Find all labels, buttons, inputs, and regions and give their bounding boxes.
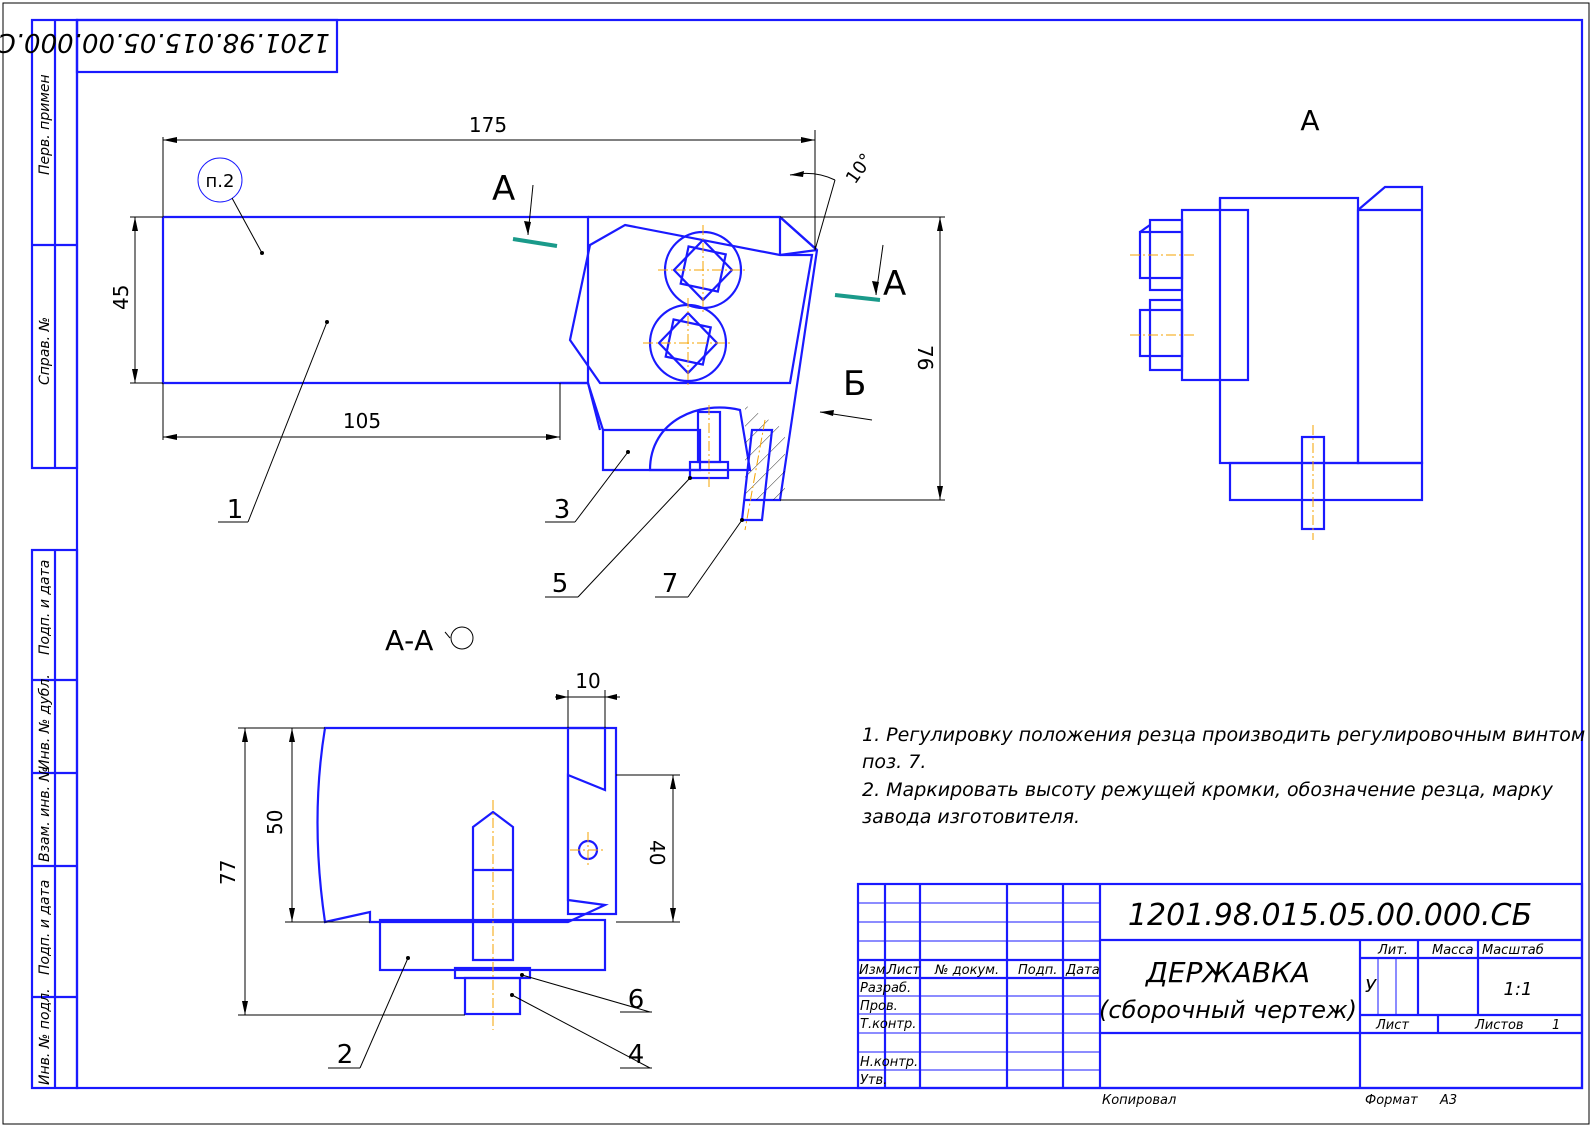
dim-76: 76 <box>913 345 937 370</box>
tb-name-line2: (сборочный чертеж) <box>1099 996 1357 1024</box>
side-label-perv-primen: Перв. примен <box>37 74 53 175</box>
callout-7-label: 7 <box>662 569 679 599</box>
tb-lit: Лит. <box>1377 943 1408 958</box>
callout-1-label: 1 <box>227 495 244 525</box>
tb-col-list: Лист <box>886 963 920 978</box>
callout-5: 5 <box>545 476 692 599</box>
tb-format: Формат <box>1365 1093 1418 1108</box>
note-line-4: завода изготовителя. <box>862 806 1080 828</box>
tb-row-utv: Утв. <box>860 1073 887 1088</box>
tb-col-doc: № докум. <box>934 963 999 978</box>
side-labels: Перв. примен Справ. № Подп. и дата Инв. … <box>37 74 53 1085</box>
main-view: 175 45 105 76 10° п.2 А <box>109 113 945 599</box>
dim-105: 105 <box>343 409 381 433</box>
section-aa: А-А 10 50 77 <box>216 624 680 1070</box>
tb-row-prov: Пров. <box>860 999 898 1014</box>
tb-designation: 1201.98.015.05.00.000.СБ <box>1128 898 1532 933</box>
dim-45: 45 <box>109 285 133 310</box>
callout-3: 3 <box>545 450 630 525</box>
callout-2: 2 <box>328 956 410 1070</box>
tb-row-tkontr: Т.контр. <box>860 1017 916 1032</box>
side-label-inv-dubl: Инв. № дубл. <box>37 674 53 770</box>
angle-10: 10° <box>842 150 878 188</box>
callout-6: 6 <box>520 973 652 1015</box>
tb-massa: Масса <box>1432 943 1473 958</box>
view-a: А <box>1130 104 1424 540</box>
tb-row-razrab: Разраб. <box>860 981 911 996</box>
tb-listov-value: 1 <box>1552 1018 1560 1033</box>
callout-4-label: 4 <box>628 1040 645 1070</box>
rotated-designation: 1201.98.015.05.00.000.СБ <box>0 27 330 57</box>
tb-col-izm: Изм. <box>859 963 890 978</box>
screw-upper <box>658 225 748 315</box>
dim-50: 50 <box>263 810 287 835</box>
dim-175: 175 <box>469 113 507 137</box>
note-line-1: 1. Регулировку положения резца производи… <box>862 724 1585 746</box>
section-mark-a1: А <box>492 169 515 209</box>
tb-scale-value: 1:1 <box>1504 979 1533 1000</box>
tb-kopiroval: Копировал <box>1102 1093 1176 1108</box>
tb-col-data: Дата <box>1065 963 1100 978</box>
dim-77: 77 <box>216 860 240 885</box>
callout-6-label: 6 <box>628 985 645 1015</box>
tb-listov: Листов <box>1474 1018 1524 1033</box>
section-aa-label: А-А <box>385 624 433 657</box>
side-label-sprav: Справ. № <box>37 317 53 385</box>
callout-3-label: 3 <box>554 495 571 525</box>
tb-list: Лист <box>1375 1018 1409 1033</box>
tb-lit-value: У <box>1365 976 1377 997</box>
title-block: 1201.98.015.05.00.000.СБ ДЕРЖАВКА (сборо… <box>856 882 1584 1108</box>
tb-row-nkontr: Н.контр. <box>860 1055 918 1070</box>
tb-name-line1: ДЕРЖАВКА <box>1144 956 1310 989</box>
view-a-label: А <box>1300 104 1319 137</box>
tb-col-podp: Подп. <box>1018 963 1057 978</box>
tb-masshtab: Масштаб <box>1482 943 1544 958</box>
dim-10: 10 <box>575 669 600 693</box>
rotated-designation-box: 1201.98.015.05.00.000.СБ <box>0 18 339 74</box>
technical-notes: 1. Регулировку положения резца производи… <box>862 724 1585 828</box>
note-line-2: поз. 7. <box>862 751 926 773</box>
side-label-podp-data-1: Подп. и дата <box>37 560 53 655</box>
callout-1: 1 <box>218 320 329 525</box>
side-label-inv-podl: Инв. № подл. <box>37 988 53 1085</box>
side-label-podp-data-2: Подп. и дата <box>37 880 53 975</box>
tb-format-value: А3 <box>1439 1093 1457 1108</box>
callout-2-label: 2 <box>337 1040 354 1070</box>
side-label-vzam-inv: Взам. инв. № <box>37 767 53 862</box>
screw-lower <box>643 298 733 388</box>
dim-40: 40 <box>645 840 669 865</box>
view-mark-b: Б <box>843 364 866 404</box>
callout-7: 7 <box>655 518 744 599</box>
callout-4: 4 <box>510 993 652 1070</box>
note-line-3: 2. Маркировать высоту режущей кромки, об… <box>862 779 1554 801</box>
callout-5-label: 5 <box>552 569 569 599</box>
section-mark-a2: А <box>883 264 906 304</box>
note-ref-p2: п.2 <box>206 171 235 192</box>
